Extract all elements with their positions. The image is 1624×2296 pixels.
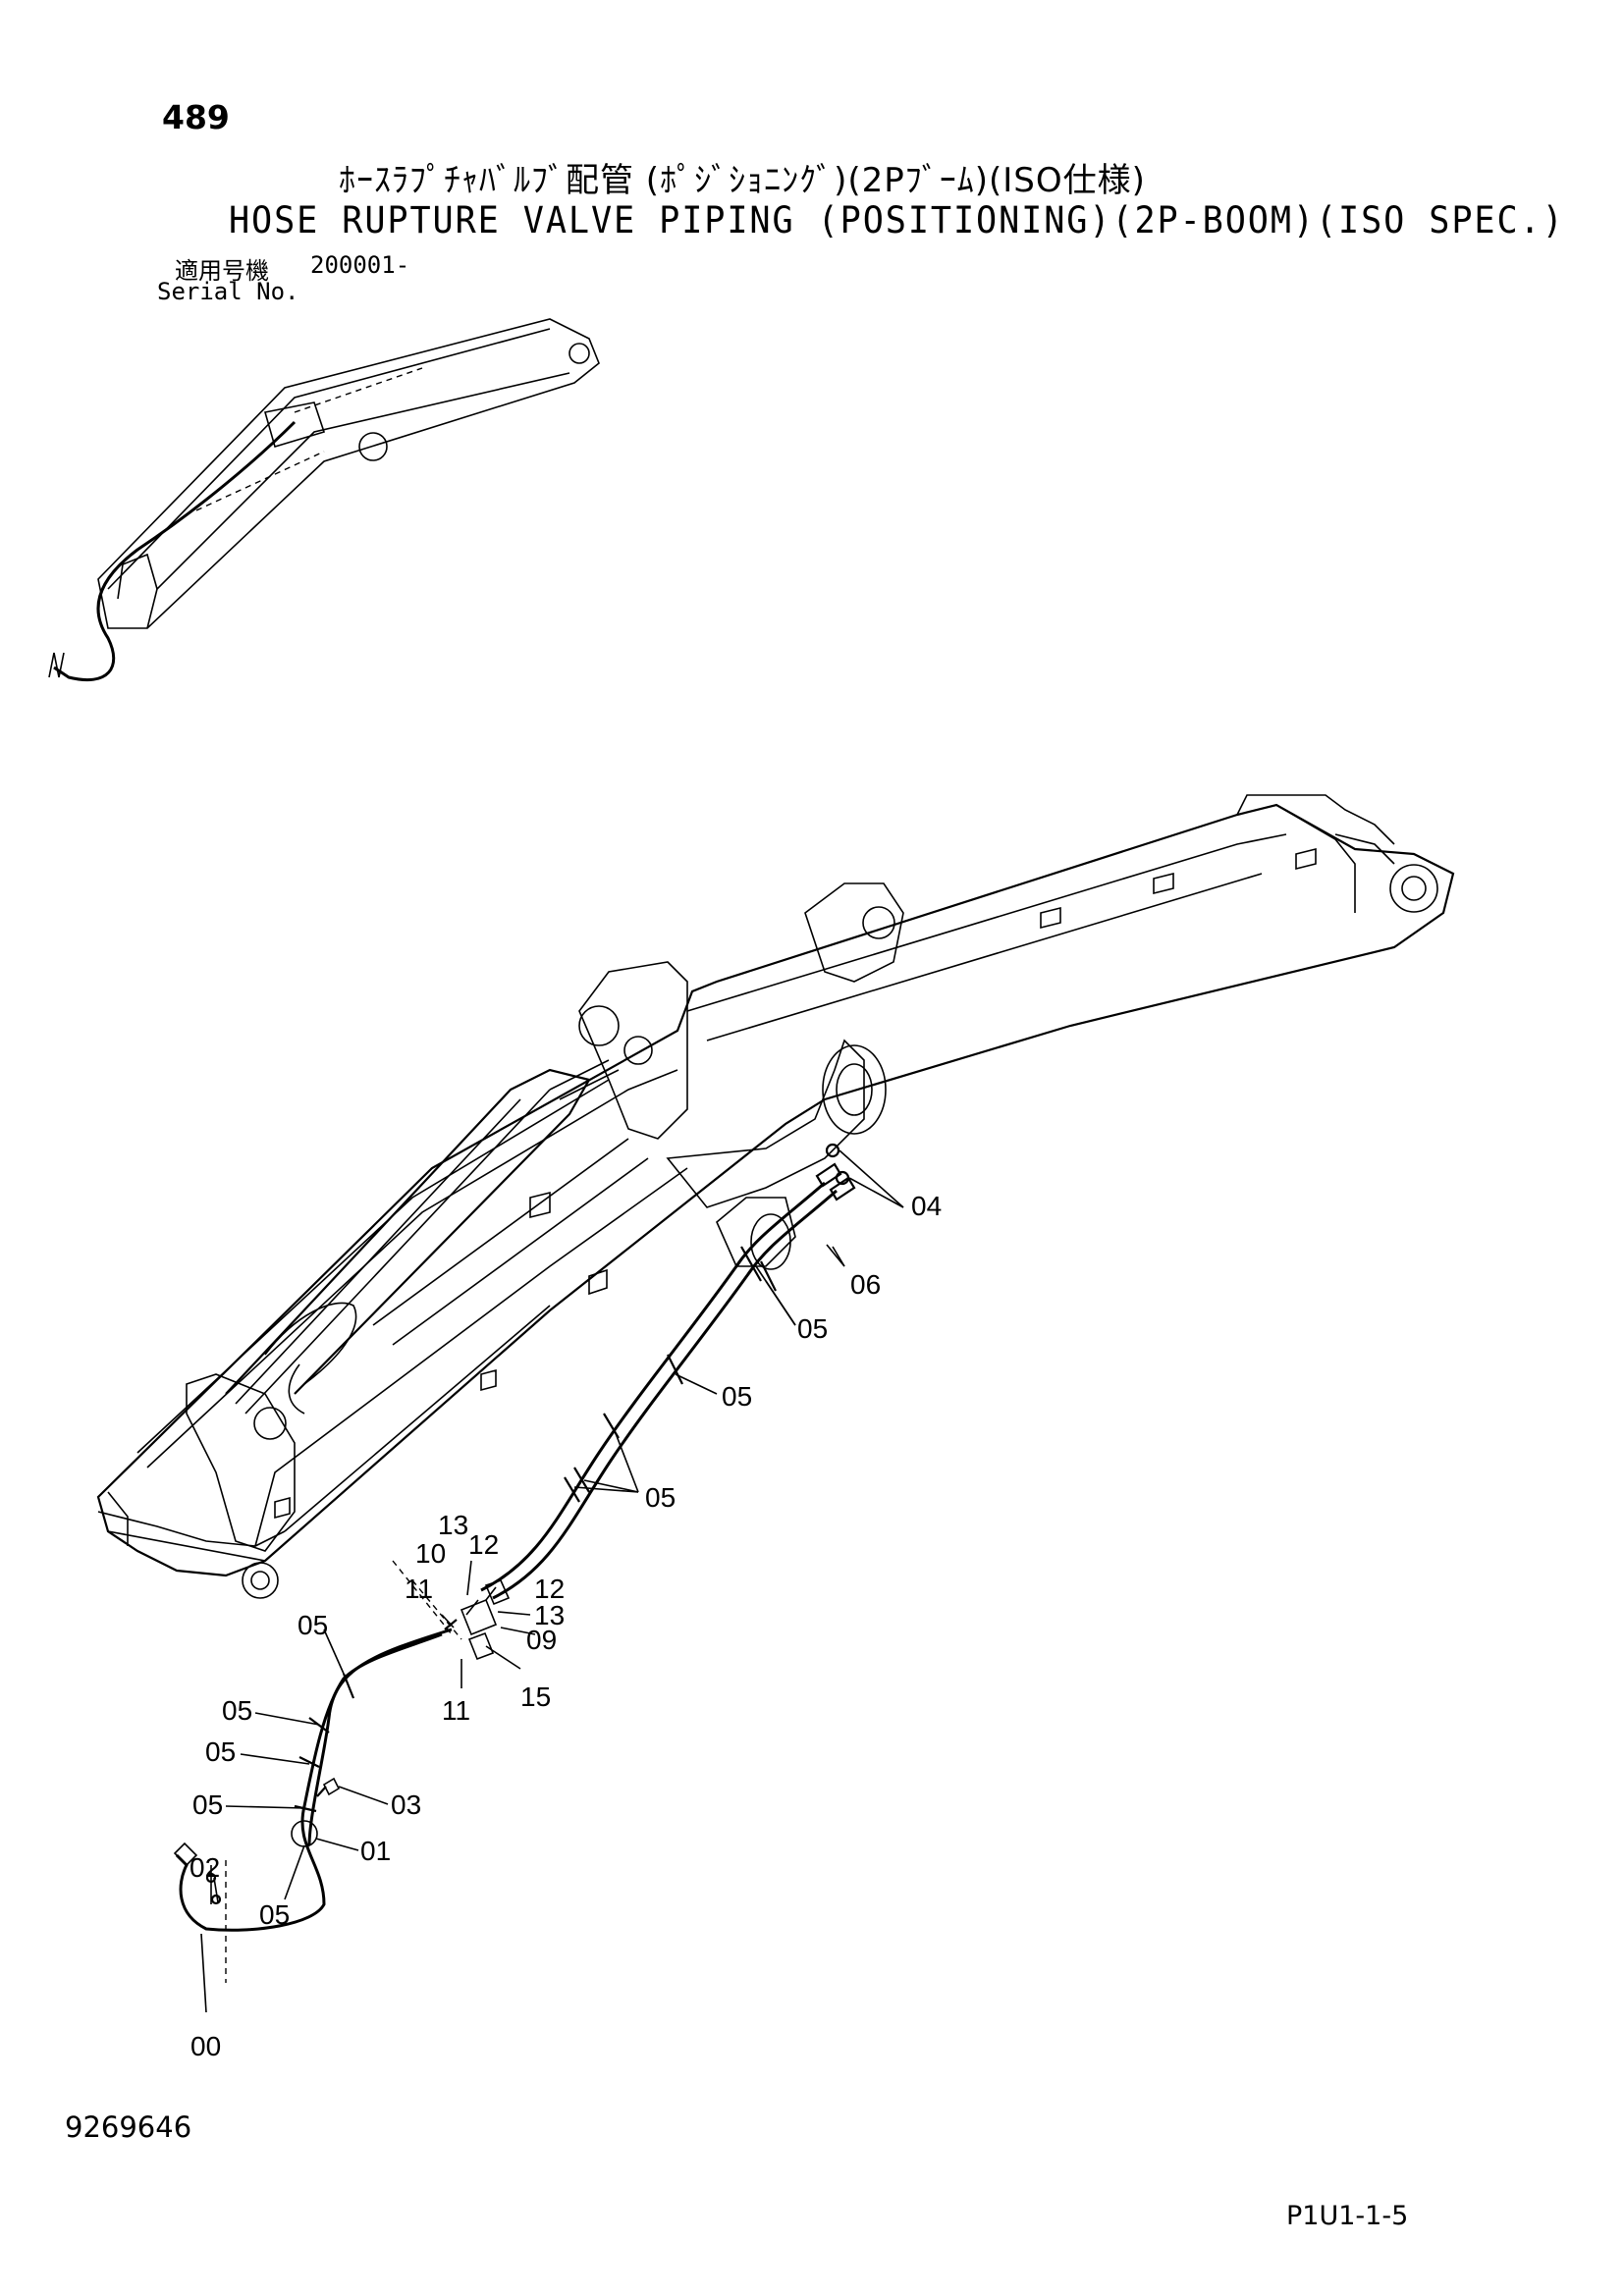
- callout-13: 13: [438, 1510, 468, 1540]
- main-boom-drawing: [96, 794, 1455, 1599]
- callout-10: 10: [415, 1538, 446, 1569]
- callout-06: 06: [850, 1269, 881, 1300]
- callout-12: 12: [534, 1574, 565, 1604]
- callout-05: 05: [259, 1899, 290, 1930]
- callout-05: 05: [298, 1610, 328, 1640]
- serial-label-japanese: 適用号機: [175, 257, 269, 285]
- callout-02: 02: [189, 1852, 220, 1883]
- callout-labels: 04 06 05 05 05 13 12 10 11 12 13 09 15 1…: [189, 1191, 942, 2061]
- page-number: 489: [162, 98, 230, 136]
- serial-label-english: Serial No.: [157, 278, 299, 305]
- callout-15: 15: [520, 1682, 551, 1712]
- leader-lines: [200, 1149, 904, 2013]
- callout-04: 04: [911, 1191, 942, 1221]
- callout-11: 11: [405, 1574, 433, 1604]
- callout-13: 13: [534, 1600, 565, 1630]
- callout-12: 12: [468, 1529, 499, 1560]
- title-japanese: ﾎｰｽﾗﾌﾟﾁｬﾊﾞﾙﾌﾞ配管 (ﾎﾟｼﾞｼｮﾆﾝｸﾞ)(2Pﾌﾞｰﾑ)(ISO…: [339, 161, 1146, 200]
- page-code: P1U1-1-5: [1286, 2201, 1409, 2231]
- overview-boom-drawing: [48, 318, 600, 682]
- callout-11: 11: [442, 1695, 470, 1726]
- callout-05: 05: [205, 1736, 236, 1767]
- callout-00: 00: [190, 2031, 221, 2061]
- callout-03: 03: [391, 1789, 421, 1820]
- callout-09: 09: [526, 1625, 557, 1655]
- title-english: HOSE RUPTURE VALVE PIPING (POSITIONING)(…: [229, 199, 1565, 241]
- callout-01: 01: [360, 1836, 391, 1866]
- callout-05: 05: [222, 1695, 252, 1726]
- callout-05: 05: [192, 1789, 223, 1820]
- hose-route: [173, 1143, 856, 1983]
- callout-05: 05: [645, 1482, 676, 1513]
- document-number: 9269646: [65, 2110, 192, 2144]
- callout-05: 05: [722, 1381, 752, 1412]
- serial-value: 200001-: [310, 251, 410, 279]
- callout-05: 05: [797, 1313, 828, 1344]
